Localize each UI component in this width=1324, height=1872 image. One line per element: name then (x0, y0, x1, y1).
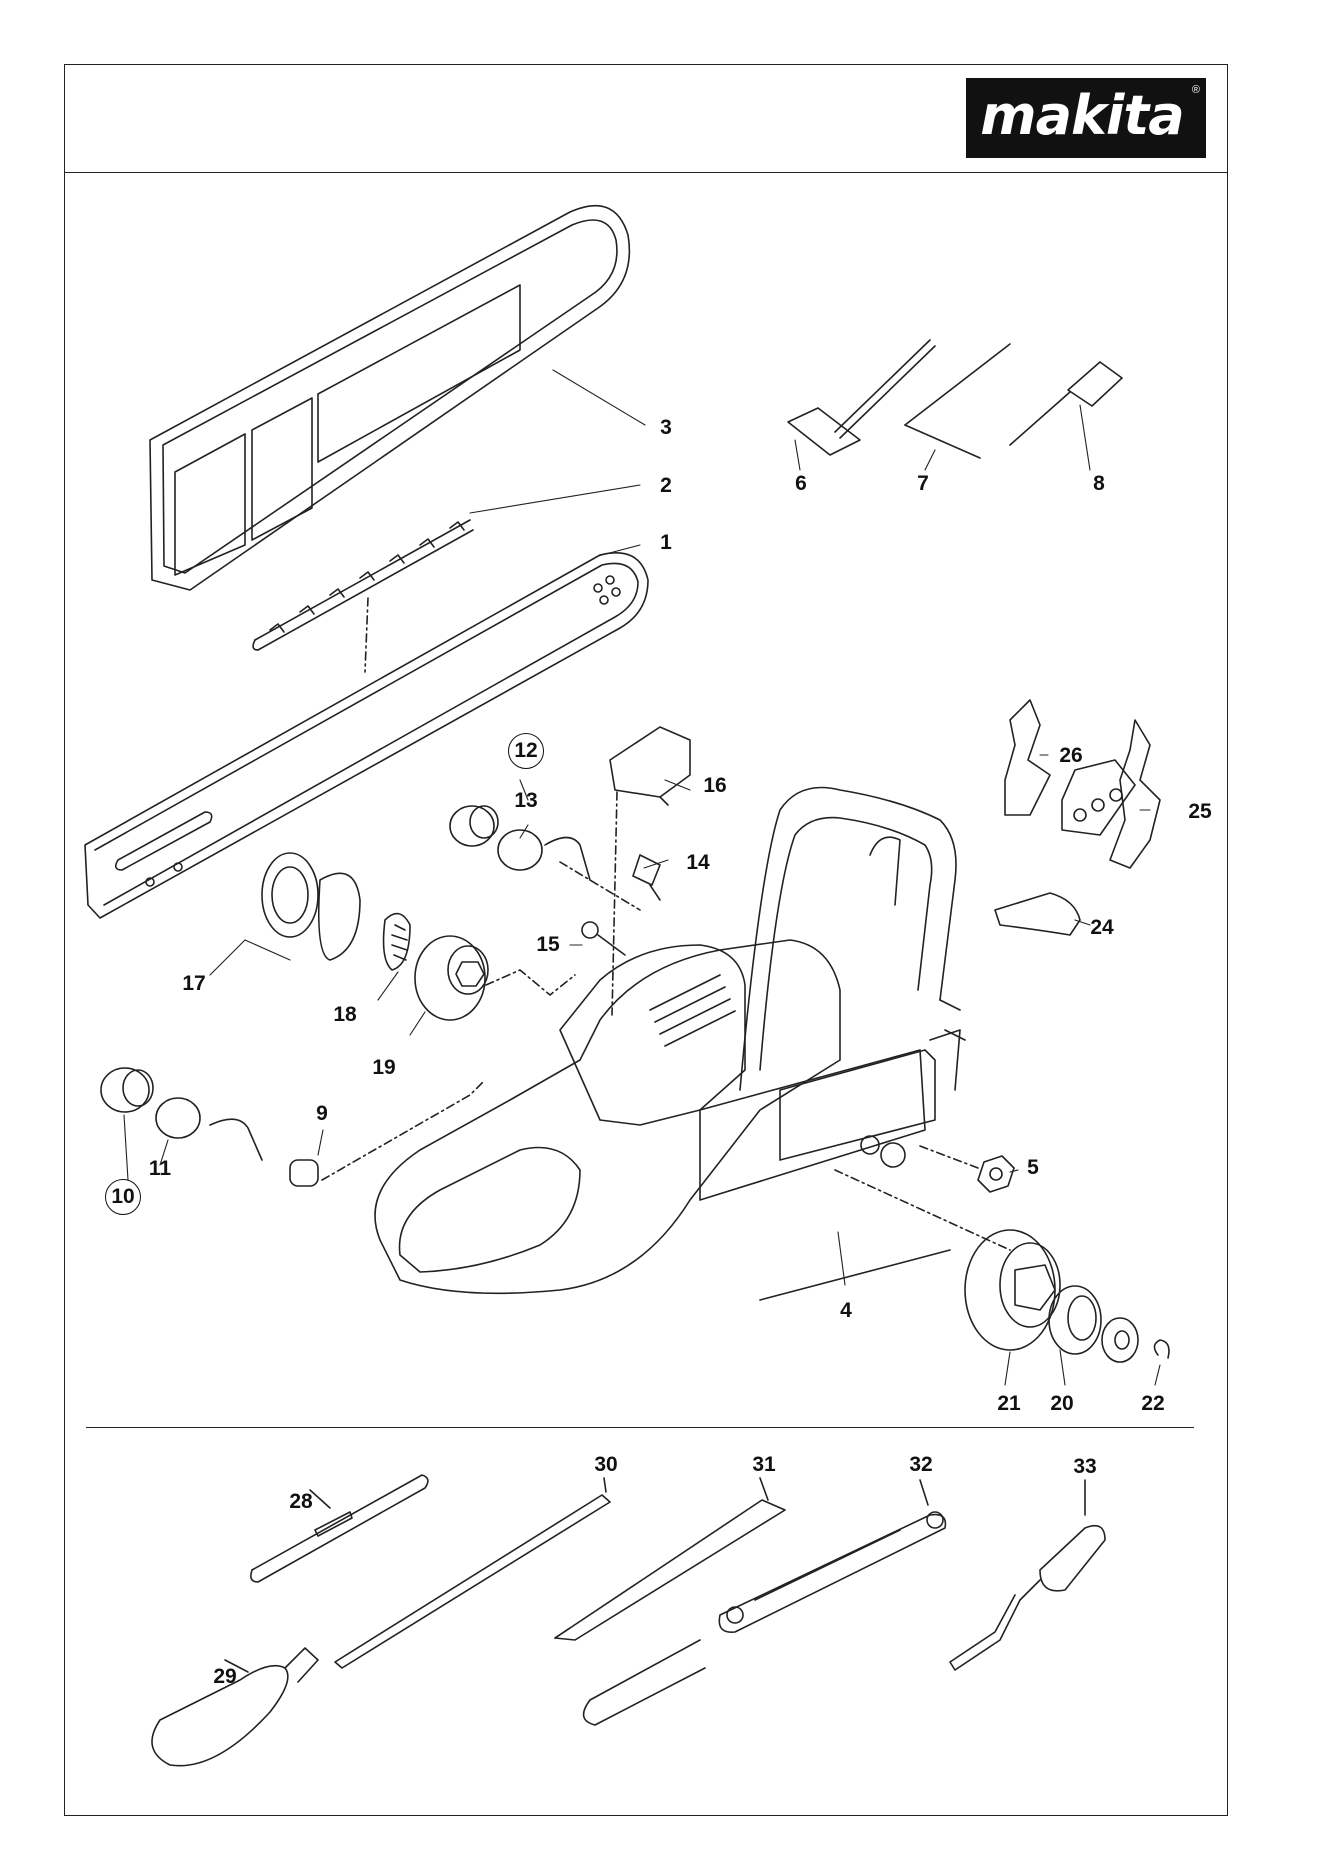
callout-29: 29 (213, 1665, 236, 1689)
assembly-line (920, 1146, 978, 1168)
callout-31: 31 (752, 1453, 775, 1477)
callout-11: 11 (149, 1157, 171, 1181)
callout-10: 10 (105, 1179, 141, 1215)
callout-8: 8 (1093, 472, 1105, 496)
assembly-line (560, 862, 640, 910)
callout-21: 21 (997, 1392, 1020, 1416)
part-saw-chain (253, 520, 473, 650)
part-depth-gauge-28 (251, 1475, 428, 1582)
assembly-line (322, 1080, 485, 1180)
part-screwdriver (1010, 362, 1122, 445)
callout-17: 17 (182, 972, 205, 996)
callout-18: 18 (333, 1003, 356, 1027)
part-bracket-24 (995, 893, 1080, 935)
part-spark-plug (633, 855, 660, 900)
part-15 (582, 922, 625, 955)
callout-6: 6 (795, 472, 807, 496)
callout-19: 19 (372, 1056, 395, 1080)
callout-16: 16 (703, 774, 726, 798)
callout-25: 25 (1188, 800, 1211, 824)
callout-15: 15 (536, 933, 559, 957)
part-cover-16 (610, 727, 690, 805)
callout-13: 13 (514, 789, 537, 813)
part-spike-bumper-26 (1005, 700, 1050, 815)
callout-14: 14 (686, 851, 709, 875)
callout-26: 26 (1059, 744, 1082, 768)
part-combination-wrench (788, 340, 935, 455)
part-guide-bar-cover (150, 206, 629, 590)
part-e-clip (1154, 1340, 1169, 1358)
callout-28: 28 (289, 1490, 312, 1514)
callout-1: 1 (660, 531, 672, 555)
assembly-line (486, 970, 575, 995)
part-fuel-cap (101, 1068, 318, 1186)
callout-32: 32 (909, 1453, 932, 1477)
callout-30: 30 (594, 1453, 617, 1477)
leader-lines (124, 370, 1160, 1385)
part-scraper-33 (950, 1480, 1105, 1670)
callout-22: 22 (1141, 1392, 1164, 1416)
callout-7: 7 (917, 472, 929, 496)
callout-3: 3 (660, 416, 672, 440)
part-nut (978, 1156, 1014, 1192)
part-file-holder-32 (584, 1480, 946, 1725)
callout-20: 20 (1050, 1392, 1073, 1416)
part-cap-12 (450, 806, 590, 880)
part-washer (1102, 1318, 1138, 1362)
callout-2: 2 (660, 474, 672, 498)
assembly-line (835, 1170, 1010, 1250)
part-starter-assembly (262, 853, 488, 1020)
assembly-line (612, 792, 617, 1015)
part-sprocket (1049, 1286, 1101, 1354)
part-hex-key (905, 344, 1010, 458)
callout-5: 5 (1027, 1156, 1039, 1180)
chainsaw-body (375, 788, 965, 1301)
part-clutch-drum (965, 1230, 1060, 1350)
callout-24: 24 (1090, 916, 1113, 940)
assembly-line (365, 598, 368, 672)
callout-9: 9 (316, 1102, 328, 1126)
callout-12: 12 (508, 733, 544, 769)
part-spike-bumper-25 (1062, 720, 1160, 868)
callout-4: 4 (840, 1299, 852, 1323)
callout-33: 33 (1073, 1455, 1096, 1479)
